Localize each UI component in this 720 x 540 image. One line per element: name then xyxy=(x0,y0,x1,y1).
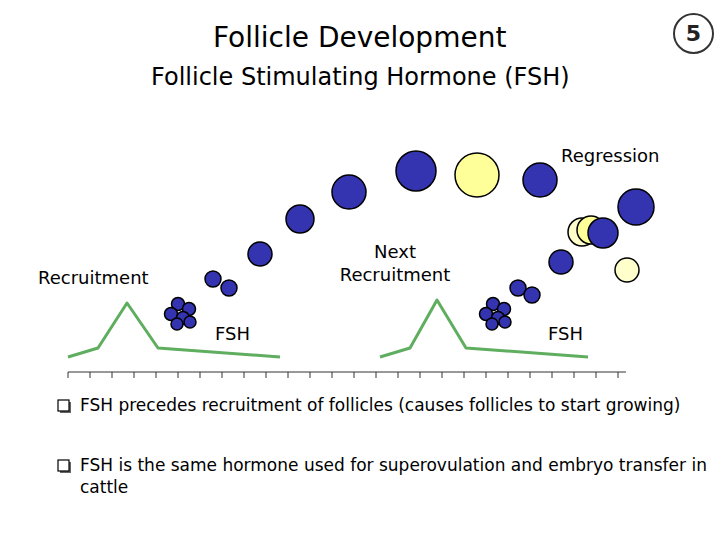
hormone-label: FSH xyxy=(548,322,583,345)
node-text: 5 xyxy=(686,21,701,46)
slide-title: Follicle Development xyxy=(213,20,506,56)
stage-label: Recruitment xyxy=(38,266,149,289)
page-number-circle: 5 xyxy=(673,13,714,54)
stage-label: Regression xyxy=(561,144,659,167)
hormone-label: FSH xyxy=(215,322,250,345)
bullet-text: FSH precedes recruitment of follicles (c… xyxy=(80,394,710,416)
slide-subtitle: Follicle Stimulating Hormone (FSH) xyxy=(151,62,570,93)
stage-label: Next Recruitment xyxy=(320,240,470,287)
bullet-text: FSH is the same hormone used for superov… xyxy=(80,454,710,498)
